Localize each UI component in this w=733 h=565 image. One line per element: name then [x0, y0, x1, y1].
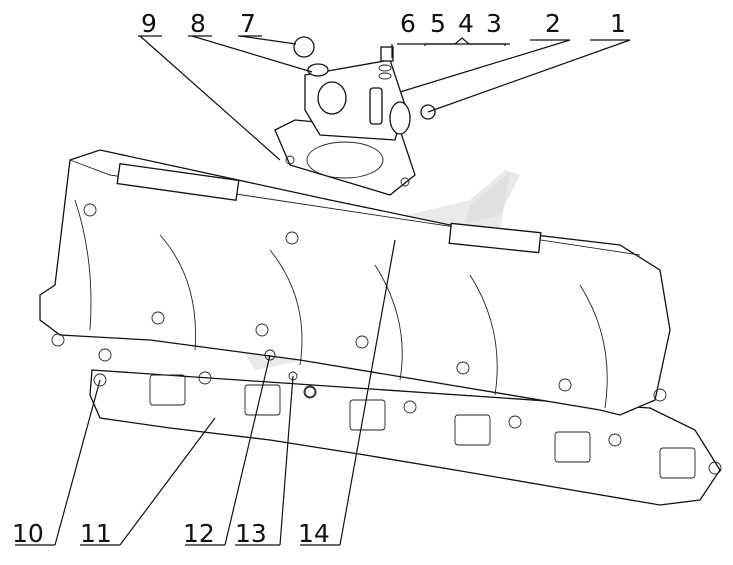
callout-11: 11	[80, 519, 112, 548]
callout-9: 9	[141, 9, 157, 38]
group-bracket	[424, 37, 506, 46]
intake-manifold	[39, 149, 671, 416]
callout-13: 13	[235, 519, 267, 548]
callout-4: 4	[458, 9, 474, 38]
callout-labels: 9 8 7 6 5 4 3 2 1 10 11 12 13 14	[12, 9, 626, 548]
callout-8: 8	[190, 9, 206, 38]
callout-5: 5	[430, 9, 446, 38]
callout-10: 10	[12, 519, 44, 548]
callout-12: 12	[183, 519, 215, 548]
callout-3: 3	[486, 9, 502, 38]
callout-6: 6	[400, 9, 416, 38]
callout-7: 7	[240, 9, 256, 38]
inlet-housing	[264, 36, 436, 398]
callout-14: 14	[298, 519, 330, 548]
callout-1: 1	[610, 9, 626, 38]
leader-lines	[15, 35, 631, 546]
callout-2: 2	[545, 9, 561, 38]
